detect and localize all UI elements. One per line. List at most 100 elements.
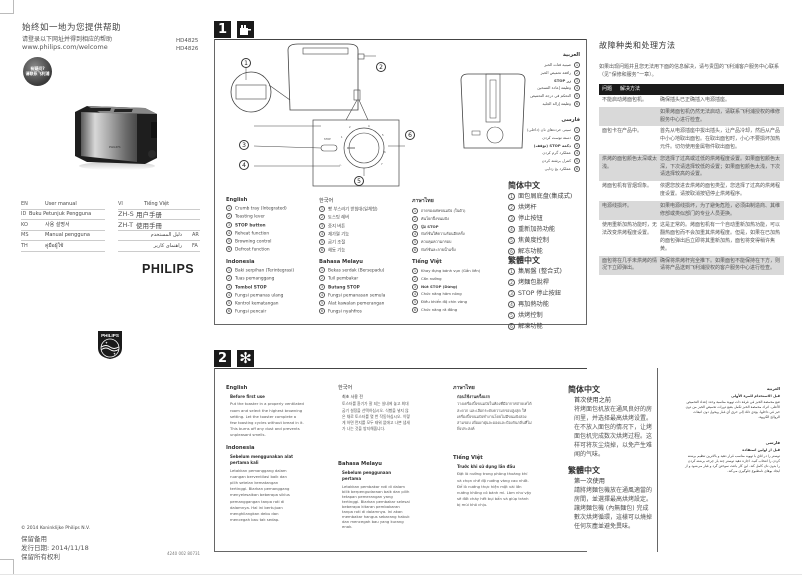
language-code: TH [21,242,28,249]
language-code: ID [21,211,27,218]
model-number: HD4826 [176,45,199,52]
first-use-malay: Bahasa Melayu Sebelum penggunaan pertama… [338,461,410,529]
language-label: راهنمای کاربر [153,242,182,249]
problem-cell: 不能启动烤面包机。 [602,97,648,103]
part-item: 5التحكم في درجة التحميص [530,93,580,100]
parts-farsi: فارسی 1سینی خرده‌های نان (داخلی) 2دسته ت… [500,117,580,173]
part-item: 1سینی خرده‌های نان (داخلی) [527,127,580,133]
question-badge: 有疑问? 请联系飞利浦 [23,57,52,86]
language-label: Tiếng Việt [144,200,170,207]
first-use-traditional-chinese: 繁體中文 第一次使用 請將烤麵包機放在通風適當的房間，並選擇最高烘烤設定。讓烤麵… [568,466,652,531]
paragraph: 請將烤麵包機放在通風適當的房間，並選擇最高烘烤設定。讓烤麵包機 (內無麵包) 完… [574,487,653,530]
section-heading: Indonesia [226,259,255,265]
subheading: 최초 사용 전 [342,394,363,400]
part-item: 2رافعة تحميص الخبز [540,69,580,76]
solution-cell: 如果烤面包机仍然无法启动，请联系飞利浦授权的维修服务中心进行检查。 [660,108,781,123]
paragraph: 토스터를 환기가 잘 되는 실내에 놓고 최대 굽기 설정을 선택하십시오. 식… [342,401,410,432]
asterisk-icon: ✻ [237,350,254,367]
section-heading: 繁體中文 [508,256,540,265]
first-use-vietnamese: Tiếng Việt Trước khi sử dụng lần đầu Đặt… [453,455,533,509]
subheading: قبل الاستخدام للمرة الأولى [731,394,780,398]
subheading: قبل از اولین استفاده [742,448,780,452]
svg-text:✦: ✦ [105,341,108,345]
language-label: Buku Petunjuk Pengguna [29,211,92,218]
paragraph: วางเครื่องปิ้งขนมปังในห้องที่มีอากาศถ่าย… [457,401,532,432]
part-item: 6عملکرد یخ زدایی [544,165,580,172]
table-row: 烤面包机有冒烟现象。依据您放进去烘烤的面包类型，您选择了过高的烘烤程度设置。请按… [599,181,784,201]
section-heading: ภาษาไทย [412,198,434,204]
callout-2: 2 [376,62,386,72]
section-heading: English [226,197,248,203]
language-code: FA [192,242,198,249]
troubleshooting-title: 故障种类和处理方法 [599,41,676,50]
model-number: HD4825 [176,38,199,44]
copyright-notice: © 2014 Koninklijke Philips N.V. [21,526,90,531]
paragraph: Đặt lò nướng trong phòng thoáng khí và c… [457,471,532,508]
solution-cell: 您选择了过高或过低的烘烤程度设置。如果面包颜色太深，下次请选择较低的设置；如果面… [660,155,781,178]
table-row: 烘烤的面包颜色太深或太浅。您选择了过高或过低的烘烤程度设置。如果面包颜色太深，下… [599,153,784,182]
badge-line: 有疑问? [30,66,45,71]
troubleshooting-intro: 如果出现问题并且您无法用下面的信息解决，请与贵国的飞利浦客户服务中心联系（见“保… [599,64,780,78]
model-numbers: HD4825 HD4826 [176,38,198,53]
paragraph: Put the toaster in a properly ventilated… [230,401,304,438]
rights-reserved: 保留备用 [21,535,47,543]
subheading: 首次使用之前 [574,397,612,404]
section-heading: 한국어 [319,198,334,204]
section-heading: Bahasa Melayu [319,259,363,265]
cover-url[interactable]: www.philips.com/welcome [22,43,108,51]
solution-cell: 确保插头已正确插入电源插座。 [660,97,731,103]
problem-cell [602,109,660,125]
issue-date: 发行日期: 2014/11/18 [21,544,89,552]
first-use-farsi: فارسی قبل از اولین استفاده توستر را در ا… [685,440,780,474]
section-number-1: 1 [214,21,231,38]
paragraph: ضع محمصة الخبز في غرفة ذات تهوية مناسبة … [685,400,780,419]
toaster-icon [237,21,254,38]
table-header: 问题 解决方法 [599,84,784,95]
language-code: MS [21,232,29,239]
section-heading: فارسی [561,117,580,123]
svg-text:♨: ♨ [339,163,342,167]
column-header-problem: 问题 [602,85,613,92]
table-row: 如果烤面包机仍然无法启动，请联系飞利浦授权的维修服务中心进行检查。 [599,106,784,127]
section-heading: Tiếng Việt [453,455,483,461]
svg-text:1: 1 [341,135,343,139]
svg-text:✦: ✦ [113,352,116,356]
language-row: راهنمای کاربر FA [118,241,200,252]
problem-cell: 使用重新加热功能时，无法改变烘烤程度设置。 [602,222,658,237]
problem-cell: 烤面包机有冒烟现象。 [602,183,653,190]
part-item: 6وظيفة إزالة الجليد [542,100,580,107]
section-heading: 繁體中文 [568,466,600,475]
language-label: คู่มือผู้ใช้ [45,242,64,249]
svg-text:STOP: STOP [324,137,331,141]
first-use-indonesia: Indonesia Sebelum menggunakan alat perta… [226,445,304,523]
section-2-rule [214,368,587,369]
problem-cell: 面包卡在产品中。 [602,128,643,135]
